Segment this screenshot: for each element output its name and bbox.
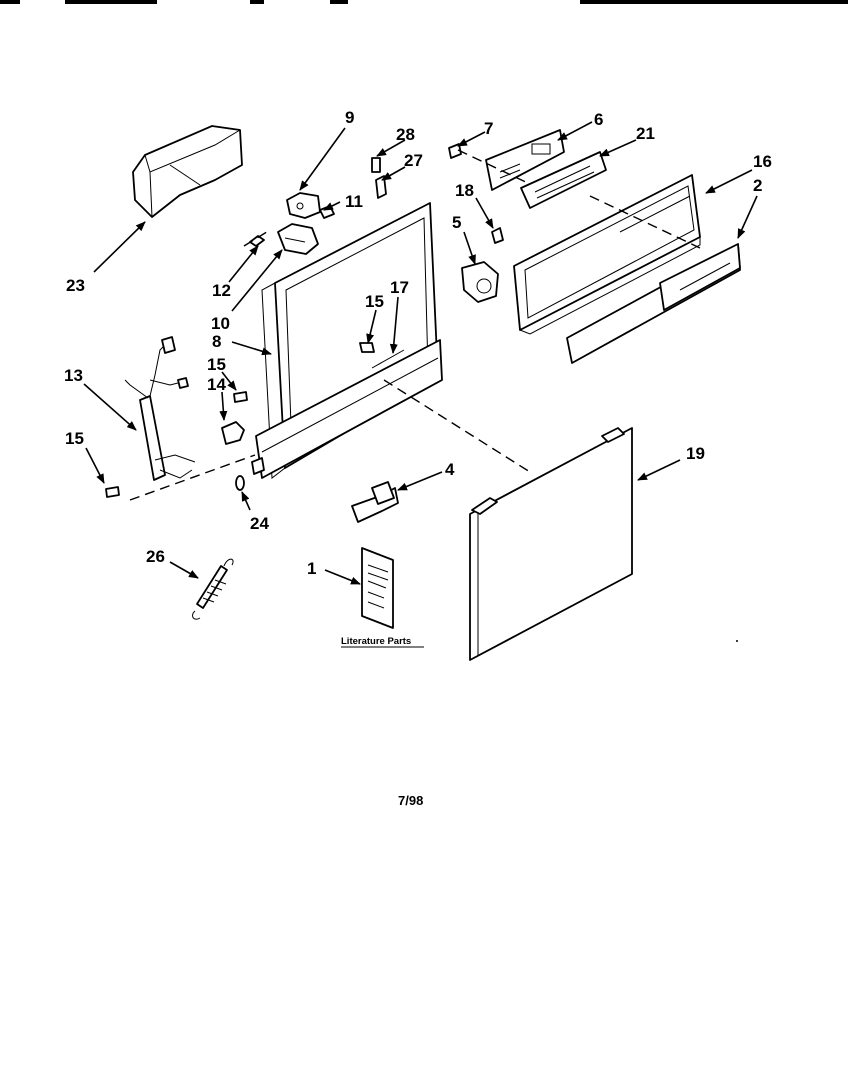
stray-dot	[736, 640, 738, 642]
part-24-plug	[235, 475, 245, 491]
part-13-wire-harness	[124, 336, 196, 481]
callout-13: 13	[64, 366, 83, 385]
callout-24: 24	[250, 514, 269, 533]
part-15-screw-left-lower	[105, 486, 120, 498]
callout-labels: 23 9 28 27 11 12 10 8 15 14 13 15 24 15 …	[64, 108, 772, 808]
callout-19: 19	[686, 444, 705, 463]
part-16-console	[513, 174, 701, 335]
callout-11: 11	[345, 192, 363, 211]
part-21-keypad	[520, 151, 607, 209]
callout-7: 7	[484, 119, 493, 138]
callout-16: 16	[753, 152, 772, 171]
callout-28: 28	[396, 125, 415, 144]
part-14-switch	[221, 421, 245, 445]
callout-6: 6	[594, 110, 603, 129]
callout-18: 18	[455, 181, 474, 200]
callout-15-center: 15	[365, 292, 384, 311]
part-12-10-latch-body	[249, 223, 319, 255]
part-28-spring	[371, 157, 381, 173]
alignment-lines	[129, 149, 701, 501]
part-15-screw-left-upper	[233, 391, 248, 403]
part-18-clip	[491, 227, 504, 244]
cropped-header-fragments	[0, 0, 848, 4]
callout-4: 4	[445, 460, 455, 479]
callout-21: 21	[636, 124, 655, 143]
part-19-outer-door-panel	[469, 427, 633, 661]
callout-14: 14	[207, 375, 226, 394]
part-7-screw	[448, 143, 462, 159]
part-26-door-spring	[192, 558, 234, 620]
part-4-clip	[351, 481, 399, 523]
leader-arrows	[83, 121, 758, 585]
callout-9: 9	[345, 108, 354, 127]
part-8-inner-door	[251, 202, 443, 479]
callout-23: 23	[66, 276, 85, 295]
literature-caption: Literature Parts	[341, 636, 411, 647]
callout-17: 17	[390, 278, 409, 297]
part-2-overlay	[566, 243, 741, 364]
callout-26: 26	[146, 547, 165, 566]
part-17-bracket	[371, 349, 405, 369]
callout-12: 12	[212, 281, 231, 300]
callout-15-lower: 15	[65, 429, 84, 448]
callout-10: 10	[211, 314, 230, 333]
part-6-control-board	[485, 129, 565, 191]
date-code: 7/98	[398, 793, 423, 808]
callout-15-upper: 15	[207, 355, 226, 374]
callout-8: 8	[212, 332, 221, 351]
part-5-timer	[461, 261, 499, 303]
part-23-cover	[132, 125, 243, 218]
part-15-screw-center	[359, 342, 375, 353]
callout-1: 1	[307, 559, 316, 578]
part-1-literature: Literature Parts	[341, 547, 424, 648]
callout-27: 27	[404, 151, 423, 170]
callout-5: 5	[452, 213, 461, 232]
part-9-latch	[286, 192, 321, 219]
callout-2: 2	[753, 176, 762, 195]
